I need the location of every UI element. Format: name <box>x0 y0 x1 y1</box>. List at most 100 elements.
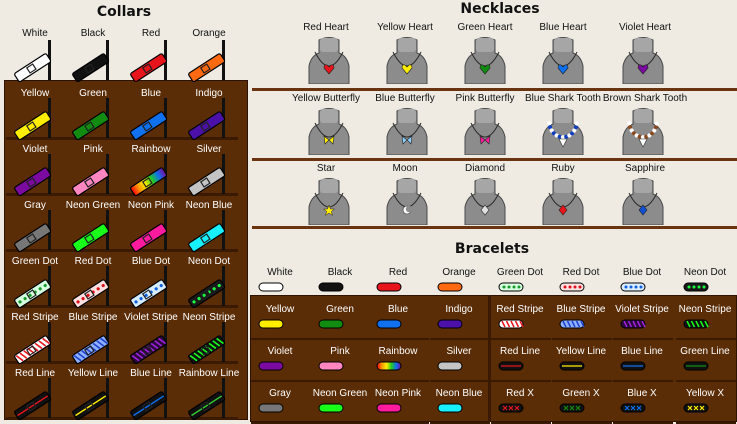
necklace-item-yellow-butterfly[interactable] <box>304 93 354 157</box>
bracelet-item-yellow-line[interactable] <box>552 344 612 382</box>
collar-item-orange[interactable] <box>180 26 238 82</box>
bracelet-orange-icon <box>437 282 463 292</box>
collar-yellow-line-icon <box>72 378 110 420</box>
collar-item-blue-stripe[interactable] <box>64 310 122 364</box>
necklace-item-star[interactable] <box>304 163 354 227</box>
collar-item-neon-pink[interactable] <box>122 198 180 252</box>
collar-item-red-stripe[interactable] <box>6 310 64 364</box>
collar-label: Blue Stripe <box>68 312 118 323</box>
necklace-item-brown-shark-tooth[interactable] <box>618 93 668 157</box>
collar-item-red-line[interactable] <box>6 366 64 420</box>
collar-item-gray[interactable] <box>6 198 64 252</box>
collar-item-neon-dot[interactable] <box>180 254 238 308</box>
bracelet-neon-blue-icon <box>437 403 463 413</box>
bracelet-item-green[interactable] <box>311 302 371 340</box>
collar-label: Orange <box>192 28 226 39</box>
bracelet-item-white[interactable] <box>251 265 311 295</box>
collar-black-icon <box>72 40 110 82</box>
necklace-item-yellow-heart[interactable] <box>382 22 432 86</box>
collar-item-black[interactable] <box>64 26 122 82</box>
bracelet-label: Blue <box>387 304 408 315</box>
bracelet-blue-x-icon <box>620 403 646 413</box>
collar-item-neon-stripe[interactable] <box>180 310 238 364</box>
collar-item-blue-line[interactable] <box>122 366 180 420</box>
collar-item-rainbow[interactable] <box>122 142 180 196</box>
collar-item-yellow-line[interactable] <box>64 366 122 420</box>
bracelet-item-green-line[interactable] <box>676 344 736 382</box>
necklace-item-sapphire[interactable] <box>618 163 668 227</box>
bracelet-yellow-icon <box>258 319 284 329</box>
bracelet-item-red-line[interactable] <box>491 344 551 382</box>
necklace-item-ruby[interactable] <box>538 163 588 227</box>
bracelet-green-line-icon <box>683 361 709 371</box>
bracelet-item-blue-stripe[interactable] <box>552 302 612 340</box>
bracelet-item-red-dot[interactable] <box>552 265 612 295</box>
collar-blue-dot-icon <box>130 266 168 308</box>
collar-item-white[interactable] <box>6 26 64 82</box>
bracelet-item-green-dot[interactable] <box>491 265 551 295</box>
necklace-label: Pink Butterfly <box>455 93 515 104</box>
bracelet-label: Neon Blue <box>435 388 483 399</box>
collar-label: Red Line <box>14 368 56 379</box>
necklace-pink-butterfly-icon <box>464 108 506 155</box>
bracelet-label: Blue Stripe <box>556 304 606 315</box>
bracelet-label: Green Dot <box>496 267 544 278</box>
collar-item-violet[interactable] <box>6 142 64 196</box>
bracelet-item-pink[interactable] <box>311 344 371 382</box>
necklace-item-blue-shark-tooth[interactable] <box>538 93 588 157</box>
collar-item-green[interactable] <box>64 86 122 140</box>
collar-item-red-dot[interactable] <box>64 254 122 308</box>
bracelet-item-orange[interactable] <box>430 265 490 295</box>
collar-label: Blue Line <box>130 368 172 379</box>
bracelet-item-blue[interactable] <box>369 302 429 340</box>
bracelet-item-red[interactable] <box>369 265 429 295</box>
necklace-item-green-heart[interactable] <box>460 22 510 86</box>
bracelet-yellow-line-icon <box>559 361 585 371</box>
bracelet-label: Blue Line <box>621 346 663 357</box>
collar-item-red[interactable] <box>122 26 180 82</box>
necklace-star-icon <box>308 178 350 225</box>
necklace-item-diamond[interactable] <box>460 163 510 227</box>
bracelet-rainbow-icon <box>376 361 402 371</box>
collar-item-violet-stripe[interactable] <box>122 310 180 364</box>
collar-item-rainbow-line[interactable] <box>180 366 238 420</box>
necklace-brown-shark-tooth-icon <box>622 108 664 155</box>
bracelet-item-silver[interactable] <box>430 344 490 382</box>
bracelet-item-yellow[interactable] <box>251 302 311 340</box>
bracelet-item-violet-stripe[interactable] <box>613 302 673 340</box>
collar-item-pink[interactable] <box>64 142 122 196</box>
necklace-item-red-heart[interactable] <box>304 22 354 86</box>
bracelet-item-neon-dot[interactable] <box>676 265 736 295</box>
necklace-label: Ruby <box>551 163 575 174</box>
bracelet-neon-green-icon <box>318 403 344 413</box>
bracelet-item-red-stripe[interactable] <box>491 302 551 340</box>
necklace-item-pink-butterfly[interactable] <box>460 93 510 157</box>
collar-label: Silver <box>196 144 222 155</box>
necklace-item-blue-heart[interactable] <box>538 22 588 86</box>
bracelet-item-blue-dot[interactable] <box>613 265 673 295</box>
necklace-item-blue-butterfly[interactable] <box>382 93 432 157</box>
bracelet-red-stripe-icon <box>498 319 524 329</box>
collar-red-stripe-icon <box>14 322 52 364</box>
necklace-item-violet-heart[interactable] <box>618 22 668 86</box>
collar-item-neon-green[interactable] <box>64 198 122 252</box>
necklace-blue-heart-icon <box>542 37 584 84</box>
bracelet-item-violet[interactable] <box>251 344 311 382</box>
collar-label: Yellow <box>20 88 50 99</box>
collar-label: Yellow Line <box>67 368 119 379</box>
bracelet-item-indigo[interactable] <box>430 302 490 340</box>
collar-item-blue[interactable] <box>122 86 180 140</box>
collar-item-silver[interactable] <box>180 142 238 196</box>
collar-item-indigo[interactable] <box>180 86 238 140</box>
collar-label: Neon Green <box>65 200 121 211</box>
collar-item-neon-blue[interactable] <box>180 198 238 252</box>
necklace-item-moon[interactable] <box>382 163 432 227</box>
collar-rainbow-icon <box>130 154 168 196</box>
bracelet-item-black[interactable] <box>311 265 371 295</box>
bracelet-item-neon-stripe[interactable] <box>676 302 736 340</box>
collar-item-yellow[interactable] <box>6 86 64 140</box>
collar-item-blue-dot[interactable] <box>122 254 180 308</box>
bracelet-item-blue-line[interactable] <box>613 344 673 382</box>
collar-item-green-dot[interactable] <box>6 254 64 308</box>
bracelet-item-rainbow[interactable] <box>369 344 429 382</box>
